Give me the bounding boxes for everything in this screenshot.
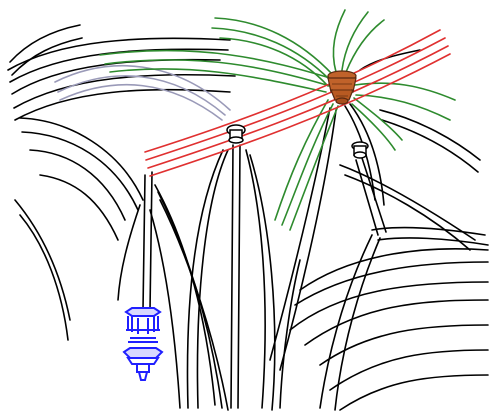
boss-keystone-icon	[327, 70, 357, 105]
center-rib-4	[186, 149, 224, 409]
diagonal-ribs	[99, 9, 456, 231]
left-arch-4	[13, 73, 236, 109]
diag-rib-down-2	[281, 103, 334, 226]
right-arch-6	[294, 261, 489, 306]
right-arch-3	[371, 226, 486, 236]
diag-rib-left-2	[104, 59, 331, 87]
left-pier-rib-5	[117, 204, 141, 301]
center-pier-2	[237, 144, 241, 409]
diag-rib-down-1	[274, 99, 329, 221]
transverse-rib-line-2	[145, 37, 446, 161]
diag-rib-up-2	[341, 11, 369, 71]
transverse-rib-line-1	[144, 29, 441, 153]
diag-rib-down-right-2	[353, 97, 403, 141]
right-arch-9	[319, 324, 489, 366]
left-web-5	[14, 199, 71, 321]
right-arch-4	[377, 237, 489, 246]
diag-rib-up-3	[345, 19, 385, 73]
diag-rib-top-1	[214, 17, 334, 76]
left-wall-arch-2	[11, 37, 83, 76]
left-pier-rib-3	[159, 199, 229, 411]
right-arch-10	[329, 349, 489, 391]
left-pier-1	[142, 174, 146, 311]
vault-structure	[7, 24, 489, 411]
diag-rib-right-1	[354, 82, 456, 101]
right-upper-arch-2	[381, 119, 479, 173]
left-pier-rib-1	[154, 184, 216, 406]
right-arch-11	[339, 374, 489, 411]
lower-rib-2	[334, 237, 381, 411]
left-web-3	[29, 149, 126, 221]
right-arch-2	[344, 174, 471, 251]
left-pier-rib-4	[149, 209, 181, 409]
center-pier-1	[230, 144, 234, 409]
center-rib-3	[196, 149, 229, 409]
transverse-rib	[144, 29, 451, 177]
capital-right	[351, 141, 369, 159]
diag-rib-top-3	[219, 37, 329, 87]
diag-rib-left-3	[109, 68, 327, 93]
transverse-rib-line-3	[147, 45, 449, 169]
capital-center	[226, 124, 246, 144]
top-arch-1	[359, 49, 421, 71]
wall-rib	[54, 64, 231, 121]
right-arch-7	[289, 281, 489, 331]
left-web-4	[39, 174, 119, 241]
left-pier-2	[149, 171, 153, 311]
left-arch-5	[14, 88, 231, 121]
center-rib-2	[249, 154, 276, 411]
diag-rib-up-1	[332, 9, 346, 73]
right-arch-5	[299, 248, 489, 291]
left-web-1	[19, 117, 144, 201]
diag-rib-top-2	[211, 27, 331, 81]
diag-rib-down-right-1	[351, 103, 396, 151]
right-upper-arch-1	[379, 109, 481, 161]
transverse-rib-line-4	[149, 53, 451, 177]
lower-rib-1	[319, 234, 373, 409]
wall-rib-line-3	[59, 83, 223, 121]
wall-rib-line-1	[54, 64, 231, 111]
left-wall-arch-1	[9, 24, 81, 63]
left-web-2	[21, 131, 139, 211]
diag-rib-left-1	[99, 49, 331, 79]
diag-rib-down-3	[289, 105, 339, 231]
center-rib-1	[245, 149, 266, 409]
right-arch-1	[339, 164, 476, 241]
capital-icon	[122, 307, 164, 381]
left-web-6	[19, 214, 69, 341]
lower-rib-3	[279, 259, 301, 409]
right-arch-8	[304, 299, 489, 346]
right-pier-2	[361, 157, 387, 233]
boss-rib-1	[269, 107, 331, 361]
wall-rib-line-2	[57, 75, 226, 116]
